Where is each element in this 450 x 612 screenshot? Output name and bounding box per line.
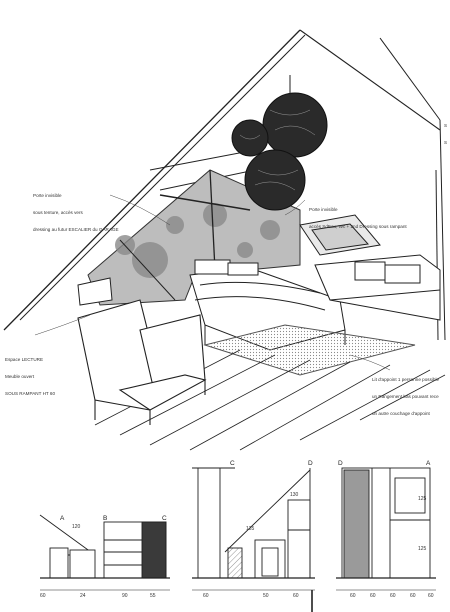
low-shelf — [77, 277, 113, 306]
svg-text:60: 60 — [410, 593, 416, 599]
elevation-panel-2 — [100, 521, 170, 591]
svg-text:C: C — [230, 460, 235, 467]
svg-text:60: 60 — [40, 593, 46, 599]
floor-boards — [94, 349, 446, 451]
elevation-labels: A 60 24 120 B C 90 55 C D 60 50 60 135 1… — [40, 460, 434, 599]
svg-text:60: 60 — [370, 593, 376, 599]
reading-armchair — [77, 299, 207, 425]
svg-text:D: D — [338, 460, 343, 467]
svg-text:24: 24 — [80, 593, 86, 599]
elevation-panel-3 — [192, 467, 315, 591]
svg-text:A: A — [426, 460, 431, 467]
svg-text:60: 60 — [203, 593, 209, 599]
svg-text:120: 120 — [72, 524, 81, 530]
annotation-reading-space: Espace LECTURE Meuble ouvert SOUS RAMPAN… — [5, 357, 56, 396]
svg-text:B: B — [103, 515, 107, 522]
svg-text:50: 50 — [263, 593, 269, 599]
annotation-hidden-door-bathroom: Porte invisible accès SdEau, Wc + 2nd Dr… — [309, 207, 407, 229]
svg-text:60: 60 — [293, 593, 299, 599]
svg-text:125: 125 — [418, 546, 427, 552]
annotation-edge-fragment: S S — [444, 123, 448, 145]
svg-text:130: 130 — [290, 492, 299, 498]
svg-text:60: 60 — [350, 593, 356, 599]
annotation-extra-bed: Lit d'appoint 1 personne possible un Ran… — [372, 377, 440, 416]
svg-text:55: 55 — [150, 593, 156, 599]
svg-text:60: 60 — [428, 593, 434, 599]
pendant-lamp — [231, 92, 328, 211]
svg-text:60: 60 — [390, 593, 396, 599]
label-a1: A — [60, 515, 65, 522]
svg-text:D: D — [308, 460, 313, 467]
annotation-hidden-door-dressing: Porte invisible sous tenture, accès vers… — [33, 193, 119, 232]
elevation-panel-4 — [336, 467, 436, 591]
svg-text:C: C — [162, 515, 167, 522]
svg-text:135: 135 — [246, 526, 255, 532]
roof-slope-right — [299, 29, 441, 131]
elevation-drawings — [39, 467, 436, 612]
svg-text:90: 90 — [122, 593, 128, 599]
daybed — [314, 254, 441, 321]
perspective-view — [3, 29, 446, 451]
elevation-panel-1 — [39, 514, 100, 591]
fluffy-rug — [203, 324, 416, 376]
svg-text:125: 125 — [418, 496, 427, 502]
roof-slope-left — [3, 29, 301, 331]
